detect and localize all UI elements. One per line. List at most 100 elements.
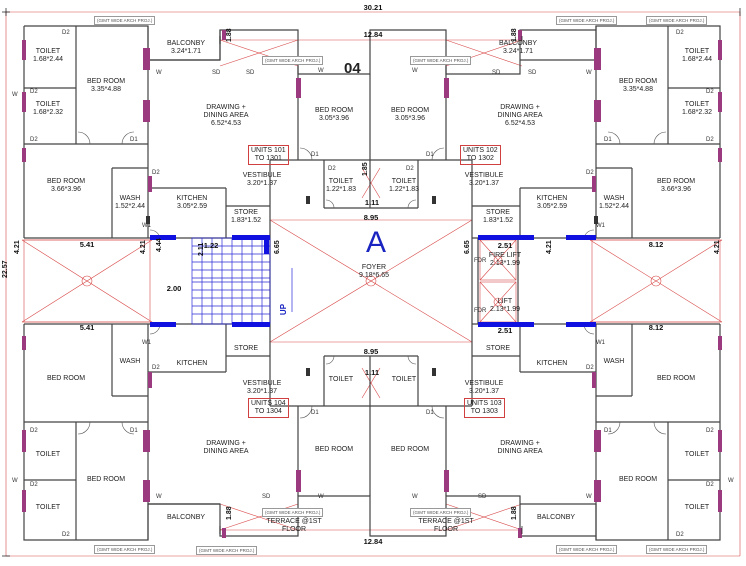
grid-lines [5, 11, 741, 557]
dim-8-95-bottom: 8.95 [363, 347, 379, 356]
unit-101-label: UNITS 101 TO 1301 [248, 145, 289, 165]
tag-w-2: W [156, 70, 162, 76]
tag-d1-8: D1 [604, 428, 612, 434]
room-wash-br: WASH [603, 358, 625, 365]
tag-w-7: W [156, 494, 162, 500]
tag-sd-2: SD [246, 70, 255, 76]
room-toilet-br2: TOILET [684, 504, 710, 511]
dim-8-95-top: 8.95 [363, 213, 379, 222]
tag-d2-15: D2 [30, 482, 38, 488]
dim-overall-height: 22.57 [2, 260, 9, 278]
tag-w1-4: W1 [596, 340, 605, 346]
room-bed-bm1: BED ROOM [314, 446, 354, 453]
dim-4-21-left-outer: 4.21 [14, 240, 21, 254]
tag-d2-18: D2 [676, 532, 684, 538]
dimension-ticks [2, 8, 741, 557]
room-balcony-br: BALCONBY [536, 514, 576, 521]
proj-note-2: (GIMT WIDE ARCH PROJ.) [262, 56, 324, 65]
tag-w-3: W [318, 68, 324, 74]
unit-102-label: UNITS 102 TO 1302 [460, 145, 501, 165]
tag-sd-5: SD [262, 494, 271, 500]
proj-note-5: (GIMT WIDE ARCH PROJ.) [646, 16, 708, 25]
dim-5-41-bottom: 5.41 [79, 323, 95, 332]
room-bed-br: BED ROOM [618, 476, 658, 483]
room-store-bl: STORE [234, 345, 258, 352]
room-toilet-bl2: TOILET [35, 504, 61, 511]
tag-d1-3: D1 [311, 152, 319, 158]
dim-2-11: 2.11 [198, 242, 205, 256]
tag-d2-2: D2 [30, 89, 38, 95]
tag-fdr-1: FDR [474, 258, 487, 264]
dim-8-12-bottom: 8.12 [648, 323, 664, 332]
proj-note-1: (GIMT WIDE ARCH PROJ.) [94, 16, 156, 25]
columns [22, 30, 722, 538]
tag-sd-4: SD [528, 70, 537, 76]
unit-103-label: UNITS 103 TO 1303 [464, 398, 505, 418]
dim-6-65-right: 6.65 [464, 240, 471, 254]
small-blocks [146, 196, 598, 376]
tag-d1-4: D1 [426, 152, 434, 158]
room-toilet-bm1: TOILET [328, 376, 354, 383]
tag-fdr-2: FDR [474, 308, 487, 314]
tag-d2-14: D2 [706, 428, 714, 434]
dim-1-11-bottom: 1.11 [364, 368, 380, 377]
tag-d2-3: D2 [30, 137, 38, 143]
tag-d1-1: D1 [130, 137, 138, 143]
tag-d2-13: D2 [30, 428, 38, 434]
tag-d2-12: D2 [586, 365, 594, 371]
proj-note-9: (GIMT WIDE ARCH PROJ.) [410, 508, 472, 517]
tag-d1-5: D1 [311, 410, 319, 416]
dim-1-85: 1.85 [362, 162, 369, 176]
dim-1-22: 1.22 [203, 241, 219, 250]
room-bed-bm2: BED ROOM [390, 446, 430, 453]
dim-2-51-bottom: 2.51 [497, 326, 513, 335]
room-toilet-bm2: TOILET [391, 376, 417, 383]
room-bed-side-bl: BED ROOM [46, 375, 86, 382]
room-terrace-right: TERRACE @1ST FLOOR [418, 518, 474, 533]
proj-note-8: (GIMT WIDE ARCH PROJ.) [262, 508, 324, 517]
tag-d1-2: D1 [604, 137, 612, 143]
proj-note-4: (GIMT WIDE ARCH PROJ.) [556, 16, 618, 25]
tag-d1-7: D1 [130, 428, 138, 434]
tag-w-5: W [586, 70, 592, 76]
tag-w-8: W [318, 494, 324, 500]
dim-4-21-right-inner: 4.21 [546, 240, 553, 254]
blue-beams [150, 235, 596, 327]
dim-8-12-top: 8.12 [648, 240, 664, 249]
dim-5-41-top: 5.41 [79, 240, 95, 249]
unit-104-label: UNITS 104 TO 1304 [248, 398, 289, 418]
dim-4-21-left-inner: 4.21 [140, 240, 147, 254]
room-balcony-bl: BALCONBY [166, 514, 206, 521]
tag-d2-17: D2 [62, 532, 70, 538]
dim-1-11-top: 1.11 [364, 198, 380, 207]
proj-note-3: (GIMT WIDE ARCH PROJ.) [410, 56, 472, 65]
tag-d2-7: D2 [328, 166, 336, 172]
room-store-br: STORE [486, 345, 510, 352]
tag-sd-3: SD [492, 70, 501, 76]
dim-inner-bottom: 12.84 [363, 537, 383, 546]
tag-d2-10: D2 [586, 170, 594, 176]
tag-w-9: W [412, 494, 418, 500]
tag-d2-6: D2 [706, 137, 714, 143]
dim-overall-width: 30.21 [363, 3, 383, 12]
walls [23, 25, 721, 541]
tag-d2-1: D2 [62, 30, 70, 36]
tag-d2-5: D2 [706, 89, 714, 95]
